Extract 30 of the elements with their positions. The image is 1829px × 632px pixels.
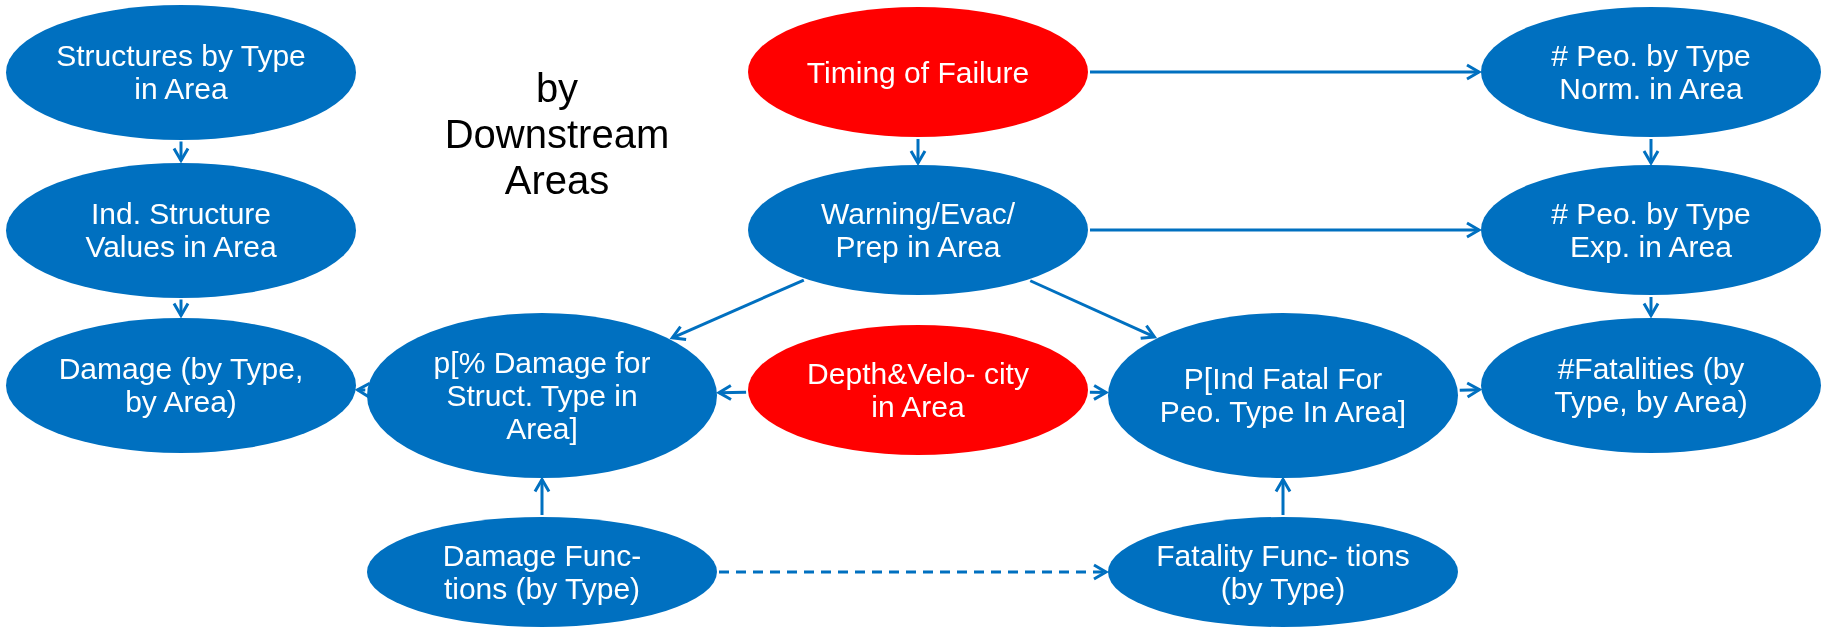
arrow [1089,383,1108,401]
arrow [1029,279,1156,340]
annotation-text: by Downstream Areas [443,65,671,203]
arrow [533,478,551,515]
node-label: # Peo. by Type Exp. in Area [1550,197,1752,263]
arrow [1274,478,1292,515]
node-label: Structures by Type in Area [55,39,307,105]
node-label: Warning/Evac/ Prep in Area [820,197,1016,263]
node-label: P[Ind Fatal For Peo. Type In Area] [1158,362,1408,428]
node-label: Damage (by Type, by Area) [57,352,305,418]
arrow [356,381,372,399]
node-label: Fatality Func- tions (by Type) [1155,539,1411,605]
arrow [670,278,805,341]
node-label: Depth&Velo- city in Area [806,357,1030,423]
arrow [1642,139,1660,165]
arrow [1459,381,1481,399]
node-label: p[% Damage for Struct. Type in Area] [432,345,652,445]
arrow [1642,297,1660,317]
node-label: Timing of Failure [805,55,1031,89]
arrow [909,139,927,165]
node-label: Ind. Structure Values in Area [84,197,278,263]
node-label: Damage Func- tions (by Type) [441,539,643,605]
node-label: #Fatalities (by Type, by Area) [1553,352,1749,418]
arrow [719,563,1108,581]
node-label: # Peo. by Type Norm. in Area [1550,39,1752,105]
arrow [172,141,190,162]
arrow [172,299,190,317]
arrow [1090,221,1481,239]
arrow [1090,63,1481,81]
arrow [717,384,747,401]
